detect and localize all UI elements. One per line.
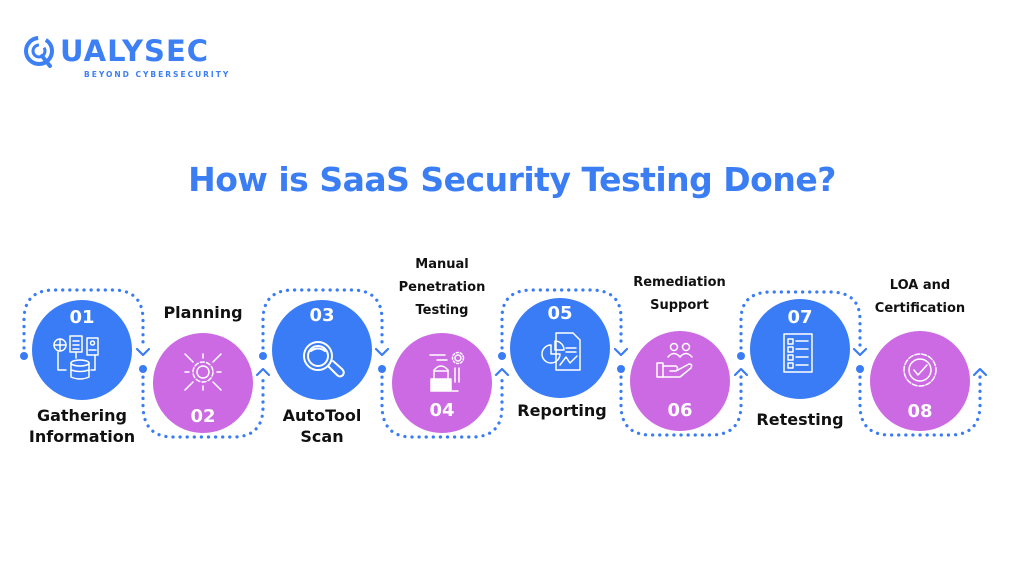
step-05-number: 05 xyxy=(547,303,573,324)
certificate-badge-icon xyxy=(903,353,937,387)
step-03-number: 03 xyxy=(309,305,335,326)
step-06-circle xyxy=(630,331,730,431)
dotted-arc-08 xyxy=(858,368,982,437)
step-08-label: LOA and Certification xyxy=(874,278,966,316)
magnifier-icon xyxy=(303,341,345,378)
dotted-arc-02 xyxy=(141,368,265,439)
step-02-number: 02 xyxy=(190,406,216,427)
step-06-label: Remediation Support xyxy=(633,275,726,313)
report-chart-icon xyxy=(541,332,581,371)
hacker-laptop-icon xyxy=(429,351,465,392)
step-01-label: Gathering Information xyxy=(28,406,136,446)
checklist-icon xyxy=(783,333,813,373)
step-04-number: 04 xyxy=(429,400,455,421)
dotted-arc-01 xyxy=(22,288,145,357)
gear-arrows-icon xyxy=(184,353,222,391)
logo-wordmark: UALYSEC xyxy=(60,34,210,68)
dotted-arc-03 xyxy=(261,288,384,357)
step-07-label: Retesting xyxy=(756,410,844,429)
logo-tagline: BEYOND CYBERSECURITY xyxy=(84,70,231,79)
step-07-number: 07 xyxy=(787,307,813,328)
step-01-number: 01 xyxy=(69,307,95,328)
logo-q-mark-icon xyxy=(24,36,54,68)
step-03-label: AutoTool Scan xyxy=(282,406,362,446)
step-04-label: Manual Penetration Testing xyxy=(398,257,486,318)
step-05-label: Reporting xyxy=(517,401,607,420)
hand-people-icon xyxy=(656,342,693,378)
data-gathering-icon xyxy=(53,335,99,380)
dotted-arc-05 xyxy=(500,288,623,357)
dotted-arc-04 xyxy=(380,368,504,439)
qualysec-logo: UALYSEC BEYOND CYBERSECURITY xyxy=(22,34,232,82)
page-title: How is SaaS Security Testing Done? xyxy=(188,160,836,199)
dotted-arc-07 xyxy=(739,290,862,357)
step-05-circle xyxy=(510,298,610,398)
dotted-arc-06 xyxy=(619,368,743,437)
step-06-number: 06 xyxy=(667,400,693,421)
step-02-label: Planning xyxy=(163,303,243,322)
step-02-circle xyxy=(153,333,253,433)
step-08-number: 08 xyxy=(907,401,933,422)
